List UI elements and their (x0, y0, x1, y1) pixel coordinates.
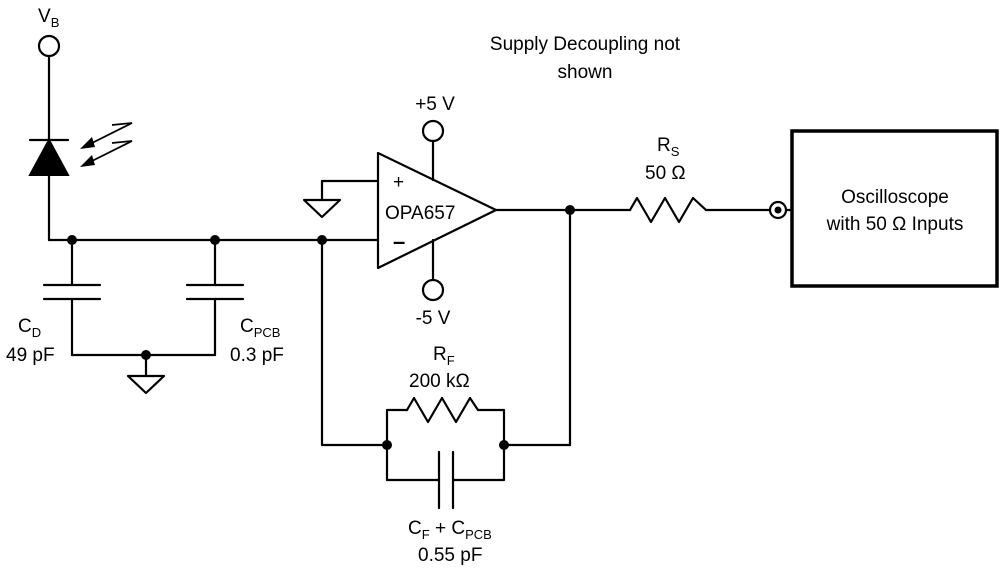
opamp-triangle (376, 151, 498, 270)
rs-label: RS (657, 135, 680, 159)
scope-line-2: with 50 Ω Inputs (826, 214, 964, 235)
cd-capacitor (42, 238, 102, 357)
cpcb-value: 0.3 pF (230, 345, 284, 366)
vneg-terminal (421, 278, 445, 302)
photodiode-symbol (28, 137, 70, 242)
cf-label: CF + CPCB (408, 518, 492, 542)
cpcb-label: CPCB (240, 316, 280, 340)
cd-label: CD (18, 316, 41, 340)
vpos-terminal (421, 119, 445, 143)
vb-label: VB (38, 6, 59, 30)
bnc-connector-inner (774, 206, 782, 214)
note-line-1: Supply Decoupling not (490, 34, 681, 55)
rf-label: RF (433, 344, 455, 368)
cpcb-capacitor (185, 238, 245, 357)
rs-resistor (628, 196, 708, 224)
opamp-plus-sign: + (393, 172, 404, 193)
light-arrows-icon (80, 122, 133, 167)
cf-value: 0.55 pF (418, 545, 482, 566)
scope-line-1: Oscilloscope (841, 187, 949, 208)
vpos-label: +5 V (415, 94, 455, 115)
ground-icon-bottom (126, 353, 166, 395)
rs-value: 50 Ω (645, 163, 686, 184)
cd-value: 49 pF (6, 345, 55, 366)
opamp-minus-sign: – (393, 229, 405, 254)
note-line-2: shown (558, 62, 613, 83)
vb-terminal (37, 34, 61, 58)
vneg-label: -5 V (416, 308, 451, 329)
rf-resistor (385, 396, 506, 447)
oscilloscope-box (790, 129, 999, 288)
rf-value: 200 kΩ (409, 371, 470, 392)
opamp-name: OPA657 (385, 203, 455, 224)
plus-input-ground (302, 179, 380, 219)
cf-capacitor (385, 443, 506, 510)
